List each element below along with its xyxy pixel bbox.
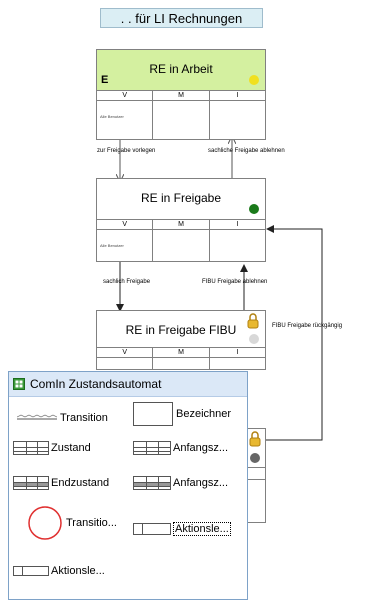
state-re-in-freigabe-fibu[interactable]: RE in Freigabe FIBU V M I [96, 310, 266, 370]
status-indicator-icon [249, 204, 259, 214]
toolbox-item-label: Anfangsz... [173, 442, 229, 454]
transition-circle-icon [28, 506, 62, 540]
cell-v: Alle Benutzer [97, 100, 154, 139]
end-state-icon [13, 476, 49, 490]
initial-state-icon [133, 476, 171, 490]
status-indicator-icon [249, 334, 259, 344]
column-header-i: I [236, 221, 239, 228]
column-header-m: M [153, 348, 210, 357]
lock-icon [249, 431, 261, 447]
cell-m [153, 100, 210, 139]
column-header-v: V [97, 220, 154, 229]
toolbox-panel[interactable]: ComIn Zustandsautomat Transition Bezeich… [8, 371, 248, 600]
label-box-icon [133, 402, 173, 426]
transition-label: sachliche Freigabe ablehnen [208, 148, 285, 154]
state-cells: Alle Benutzer [97, 100, 265, 139]
column-header-i: I [236, 92, 239, 99]
column-header-i: I [236, 349, 239, 356]
state-machine-icon [13, 378, 25, 390]
initial-state-icon [133, 441, 171, 455]
toolbox-item-label: Aktionsle... [173, 522, 231, 536]
toolbox-item-anfangszustand-2[interactable]: Anfangsz... [133, 471, 228, 495]
cell-m [153, 357, 210, 369]
state-icon [13, 441, 49, 455]
cell-v [97, 357, 154, 369]
state-cells: Alle Benutzer [97, 229, 265, 261]
transition-label: sachlich Freigabe [103, 279, 151, 285]
transition-label: FIBU Freigabe rückgängig [272, 323, 343, 329]
cell-i [210, 357, 265, 369]
transition-label: FIBU Freigabe ablehnen [202, 279, 268, 285]
cell-v: Alle Benutzer [97, 229, 154, 261]
toolbox-item-label: Transitio... [66, 517, 117, 529]
toolbox-item-label: Endzustand [51, 477, 110, 489]
state-header: RE in Arbeit E [97, 50, 265, 90]
transition-label: zur Freigabe vorlegen [97, 148, 156, 154]
action-bar-icon [133, 523, 171, 535]
toolbox-item-aktionsleiste[interactable]: Aktionsle... [133, 517, 231, 541]
toolbox-item-anfangszustand[interactable]: Anfangsz... [133, 436, 228, 460]
toolbox-item-bezeichner[interactable]: Bezeichner [133, 402, 231, 426]
toolbox-item-label: Anfangsz... [173, 477, 229, 489]
toolbox-item-aktionsleiste-2[interactable]: Aktionsle... [13, 559, 105, 583]
status-indicator-icon [250, 453, 260, 463]
column-headers: V M I [97, 90, 265, 101]
state-cells [97, 357, 265, 369]
column-header-m: M [153, 220, 210, 229]
column-header-v: V [97, 91, 154, 100]
toolbox-item-zustand[interactable]: Zustand [13, 436, 91, 460]
state-header: RE in Freigabe FIBU [97, 311, 265, 347]
state-re-in-arbeit[interactable]: RE in Arbeit E V M I Alle Benutzer [96, 49, 266, 140]
action-bar-icon [13, 566, 49, 576]
toolbox-item-label: Bezeichner [176, 408, 232, 420]
state-title: RE in Freigabe FIBU [125, 323, 237, 337]
page-title: . . für LI Rechnungen [100, 8, 263, 28]
toolbox-header[interactable]: ComIn Zustandsautomat [9, 372, 247, 397]
toolbox-item-label: Transition [60, 412, 108, 424]
column-headers: V M I [97, 347, 265, 358]
cell-m [153, 229, 210, 261]
transition-line-icon [17, 414, 57, 420]
cell-i [210, 229, 265, 261]
status-indicator-icon [249, 75, 259, 85]
toolbox-item-transition[interactable]: Transition [17, 406, 108, 430]
column-header-v: V [97, 348, 154, 357]
lock-icon [247, 313, 259, 329]
state-header: RE in Freigabe [97, 179, 265, 219]
column-header-m: M [153, 91, 210, 100]
initial-state-marker: E [101, 74, 109, 86]
toolbox-item-label: Zustand [51, 442, 91, 454]
transition-arrow-fibu-rueckgaengig [266, 225, 323, 441]
state-re-in-freigabe[interactable]: RE in Freigabe V M I Alle Benutzer [96, 178, 266, 262]
state-title: RE in Arbeit [149, 62, 213, 76]
state-title: RE in Freigabe [140, 191, 222, 205]
cell-i [210, 100, 265, 139]
column-headers: V M I [97, 219, 265, 230]
cell-note: Alle Benutzer [100, 243, 124, 248]
toolbox-item-label: Aktionsle... [51, 565, 105, 577]
cell-note: Alle Benutzer [100, 114, 124, 119]
toolbox-title: ComIn Zustandsautomat [30, 377, 162, 391]
toolbox-item-transition-circle[interactable]: Transitio... [27, 506, 117, 540]
toolbox-item-endzustand[interactable]: Endzustand [13, 471, 109, 495]
